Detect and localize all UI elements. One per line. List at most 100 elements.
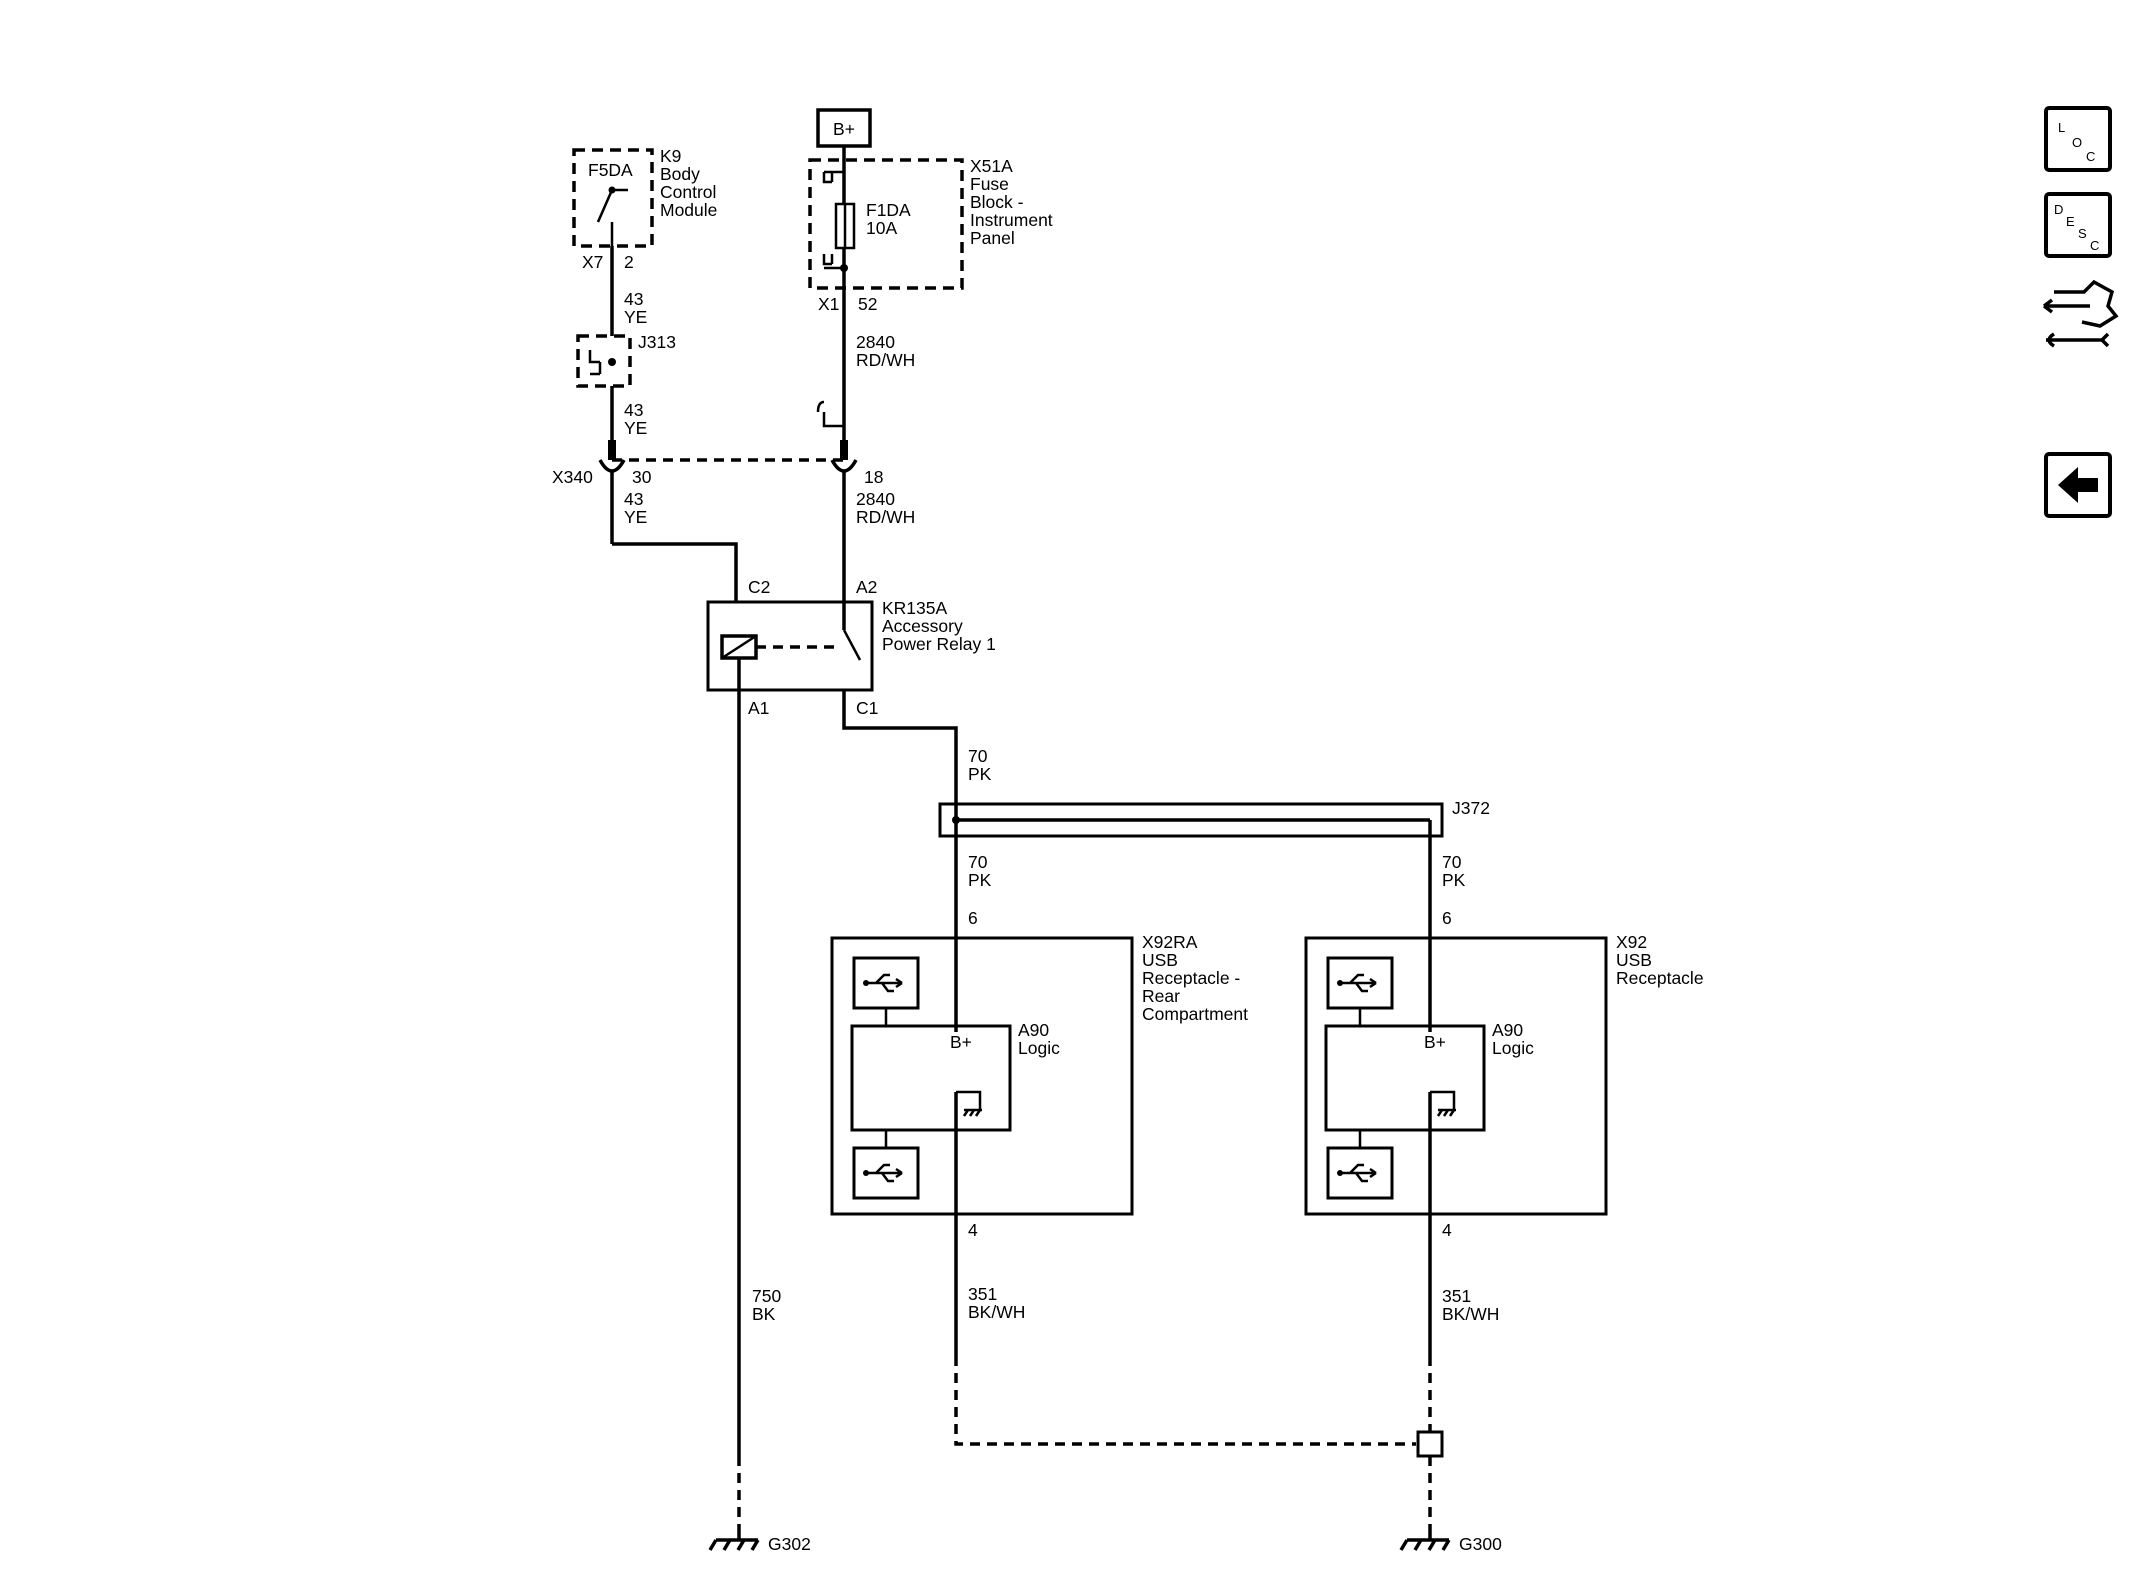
fuse-rating: 10A: [866, 218, 897, 238]
wire-351-a-circuit: 351: [968, 1284, 997, 1304]
a90-logic-front: [1324, 1024, 1486, 1132]
desc-letter-e: E: [2066, 214, 2075, 229]
connector-hook-symbol: [816, 400, 844, 428]
k9-body-control-module: F5DA K9 Body Control Module X7 2: [572, 146, 717, 272]
wire-750-circuit: 750: [752, 1286, 781, 1306]
x92-usb-receptacle: 6 X92 USB Receptacle B+ A90 Logic 4: [1304, 908, 1704, 1240]
x92ra-pin-top: 6: [968, 908, 978, 928]
x92-id: X92: [1616, 932, 1647, 952]
wire-43-a-circuit: 43: [624, 289, 643, 309]
location-button[interactable]: L O C: [2044, 106, 2112, 172]
wire-351-b-circuit: 351: [1442, 1286, 1471, 1306]
j372-splice: J372: [938, 798, 1490, 838]
k9-line-1: Body: [660, 164, 700, 184]
usb-icon: [852, 956, 920, 1010]
loc-letter-c: C: [2086, 149, 2095, 164]
x92-logic-label: Logic: [1492, 1038, 1534, 1058]
k9-line-3: Module: [660, 200, 717, 220]
ground-symbol-internal: [1430, 1090, 1456, 1117]
x92ra-line-4: Compartment: [1142, 1004, 1248, 1024]
x92-pin-top: 6: [1442, 908, 1452, 928]
x92ra-usb-receptacle-rear: 6 X92RA USB Receptacle - Rear Compartmen…: [830, 908, 1248, 1240]
wire-43-b-circuit: 43: [624, 400, 643, 420]
ground-g302: G302: [708, 1528, 811, 1554]
wire-43-c-color: YE: [624, 507, 647, 527]
relay-pin-c2: C2: [748, 577, 770, 597]
relay-id: KR135A: [882, 598, 948, 618]
wire-70-a-circuit: 70: [968, 746, 988, 766]
relay-pin-a2: A2: [856, 577, 877, 597]
j313-label: J313: [638, 332, 676, 352]
desc-letter-c: C: [2090, 238, 2099, 253]
wire-70-pk-feed: [842, 690, 958, 820]
relay-line-1: Accessory: [882, 616, 963, 636]
x340-id: X340: [552, 467, 593, 487]
ground-symbol-internal: [956, 1090, 982, 1117]
back-arrow-icon[interactable]: [2044, 452, 2112, 518]
x92ra-pin-bottom: 4: [968, 1220, 978, 1240]
wire-2840-b-circuit: 2840: [856, 489, 895, 509]
k9-line-2: Control: [660, 182, 716, 202]
desc-letter-s: S: [2078, 226, 2087, 241]
wire-70-b-circuit: 70: [968, 852, 988, 872]
ground-splice-box: [1416, 1430, 1444, 1458]
x51a-fuse-block: F1DA 10A X51A Fuse Block - Instrument Pa…: [808, 156, 1053, 314]
relay-line-2: Power Relay 1: [882, 634, 996, 654]
x51a-line-3: Instrument: [970, 210, 1053, 230]
x92ra-logic-id: A90: [1018, 1020, 1049, 1040]
x51a-line-1: Fuse: [970, 174, 1009, 194]
x340-inline-connector: X340 30 18: [552, 440, 883, 487]
desc-letter-d: D: [2054, 202, 2063, 217]
x92-line-1: USB: [1616, 950, 1652, 970]
wire-70-c-color: PK: [1442, 870, 1466, 890]
wire-2840-b-color: RD/WH: [856, 507, 915, 527]
j372-label: J372: [1452, 798, 1490, 818]
x92ra-id: X92RA: [1142, 932, 1198, 952]
a90-logic-rear: [850, 1024, 1012, 1132]
wire-43-a-color: YE: [624, 307, 647, 327]
wire-70-c-circuit: 70: [1442, 852, 1462, 872]
ground-g302-label: G302: [768, 1534, 811, 1554]
x92ra-bplus: B+: [950, 1032, 972, 1052]
wire-70-b-color: PK: [968, 870, 992, 890]
relay-pin-a1: A1: [748, 698, 769, 718]
connector-tool-icon[interactable]: [2042, 279, 2119, 348]
wire-43-ye-to-relay: [612, 542, 738, 602]
relay-pin-c1: C1: [856, 698, 878, 718]
k9-switch-label: F5DA: [588, 160, 633, 180]
ground-g300: G300: [1399, 1528, 1502, 1554]
x92ra-line-1: USB: [1142, 950, 1178, 970]
wire-2840-a-color: RD/WH: [856, 350, 915, 370]
usb-icon: [1326, 956, 1394, 1010]
wire-351-a-color: BK/WH: [968, 1302, 1025, 1322]
battery-positive-source: B+: [816, 108, 872, 162]
usb-icon: [1326, 1146, 1394, 1200]
k9-pin: 2: [624, 252, 634, 272]
wire-351-b-color: BK/WH: [1442, 1304, 1499, 1324]
fuse-f1da-label: F1DA: [866, 200, 911, 220]
x92-line-2: Receptacle: [1616, 968, 1704, 988]
k9-connector: X7: [582, 252, 603, 272]
x51a-connector: X1: [818, 294, 839, 314]
k9-id: K9: [660, 146, 681, 166]
j313-splice: J313: [576, 332, 676, 388]
wire-43-b-color: YE: [624, 418, 647, 438]
x92ra-line-3: Rear: [1142, 986, 1180, 1006]
wire-750-color: BK: [752, 1304, 776, 1324]
loc-letter-o: O: [2072, 135, 2082, 150]
x92-pin-bottom: 4: [1442, 1220, 1452, 1240]
battery-positive-label: B+: [833, 119, 855, 139]
wire-70-a-color: PK: [968, 764, 992, 784]
description-button[interactable]: D E S C: [2044, 192, 2112, 258]
x340-pin-left: 30: [632, 467, 652, 487]
x51a-pin: 52: [858, 294, 877, 314]
x51a-id: X51A: [970, 156, 1013, 176]
usb-icon: [852, 1146, 920, 1200]
x92-bplus: B+: [1424, 1032, 1446, 1052]
x51a-line-2: Block -: [970, 192, 1024, 212]
x92ra-logic-label: Logic: [1018, 1038, 1060, 1058]
x340-pin-right: 18: [864, 467, 883, 487]
ground-g300-label: G300: [1459, 1534, 1502, 1554]
wire-43-c-circuit: 43: [624, 489, 643, 509]
